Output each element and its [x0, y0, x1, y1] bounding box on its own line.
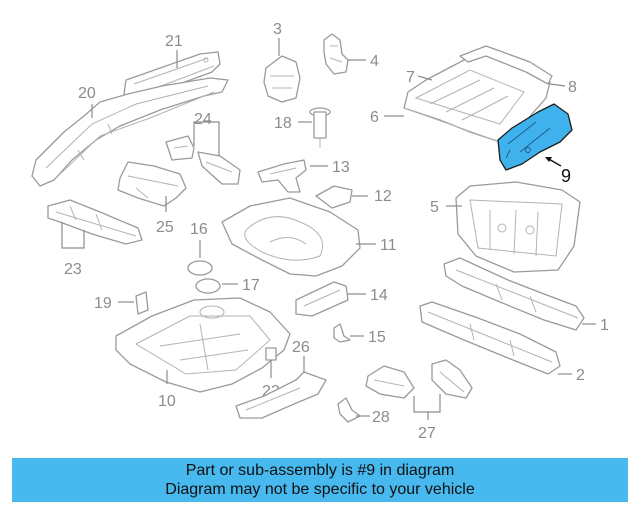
- callout-16: 16: [190, 221, 208, 238]
- part-12-drawing: [315, 185, 353, 209]
- callout-6: 6: [370, 109, 379, 126]
- callout-5: 5: [430, 199, 439, 216]
- part-4-drawing: [323, 33, 349, 75]
- callout-11: 11: [380, 237, 397, 254]
- part-20-drawing: [31, 77, 229, 187]
- callout-3: 3: [273, 21, 282, 38]
- callout-17: 17: [242, 277, 260, 294]
- callout-21: 21: [165, 33, 183, 50]
- part-5-drawing: [455, 181, 581, 273]
- part-2-drawing: [419, 301, 561, 375]
- part-13-drawing: [257, 159, 307, 193]
- callout-27: 27: [418, 425, 436, 442]
- part-27-drawing: [365, 359, 473, 399]
- info-banner: Part or sub-assembly is #9 in diagram Di…: [12, 458, 628, 502]
- callout-9: 9: [561, 166, 571, 186]
- part-11-drawing: [221, 197, 361, 277]
- part-17-drawing: [195, 278, 221, 294]
- callout-2: 2: [576, 367, 585, 384]
- callout-1: 1: [600, 317, 609, 334]
- parts-diagram: 21 20 3 4 18 7 8 6: [31, 21, 609, 442]
- part-26-drawing: [235, 371, 327, 419]
- callout-28: 28: [372, 409, 390, 426]
- part-28-drawing: [337, 397, 361, 423]
- part-6-7-8-drawing: [403, 45, 553, 143]
- callout-18: 18: [274, 115, 292, 132]
- callout-15: 15: [368, 329, 386, 346]
- callout-19: 19: [94, 295, 112, 312]
- part-1-drawing: [443, 257, 585, 331]
- callout-4: 4: [370, 53, 379, 70]
- part-19-drawing: [135, 291, 149, 315]
- banner-line-2: Diagram may not be specific to your vehi…: [165, 481, 475, 498]
- part-18-drawing: [309, 107, 331, 148]
- part-9-highlighted-drawing: [497, 103, 573, 171]
- callout-20: 20: [78, 85, 96, 102]
- callout-10: 10: [158, 393, 176, 410]
- callout-12: 12: [374, 188, 392, 205]
- callout-7: 7: [406, 69, 415, 86]
- callout-25: 25: [156, 219, 174, 236]
- part-16-drawing: [187, 260, 213, 276]
- callout-23: 23: [64, 261, 82, 278]
- part-24-drawing: [165, 135, 241, 185]
- part-22-drawing: [265, 347, 277, 361]
- banner-line-1: Part or sub-assembly is #9 in diagram: [185, 462, 455, 479]
- callout-26: 26: [292, 339, 310, 356]
- part-3-drawing: [263, 55, 301, 103]
- callout-14: 14: [370, 287, 388, 304]
- part-15-drawing: [333, 323, 351, 343]
- callout-8: 8: [568, 79, 577, 96]
- part-23-drawing: [47, 199, 143, 245]
- callout-24: 24: [194, 111, 212, 128]
- callout-13: 13: [332, 159, 350, 176]
- part-14-drawing: [295, 281, 349, 317]
- part-25-drawing: [117, 161, 187, 207]
